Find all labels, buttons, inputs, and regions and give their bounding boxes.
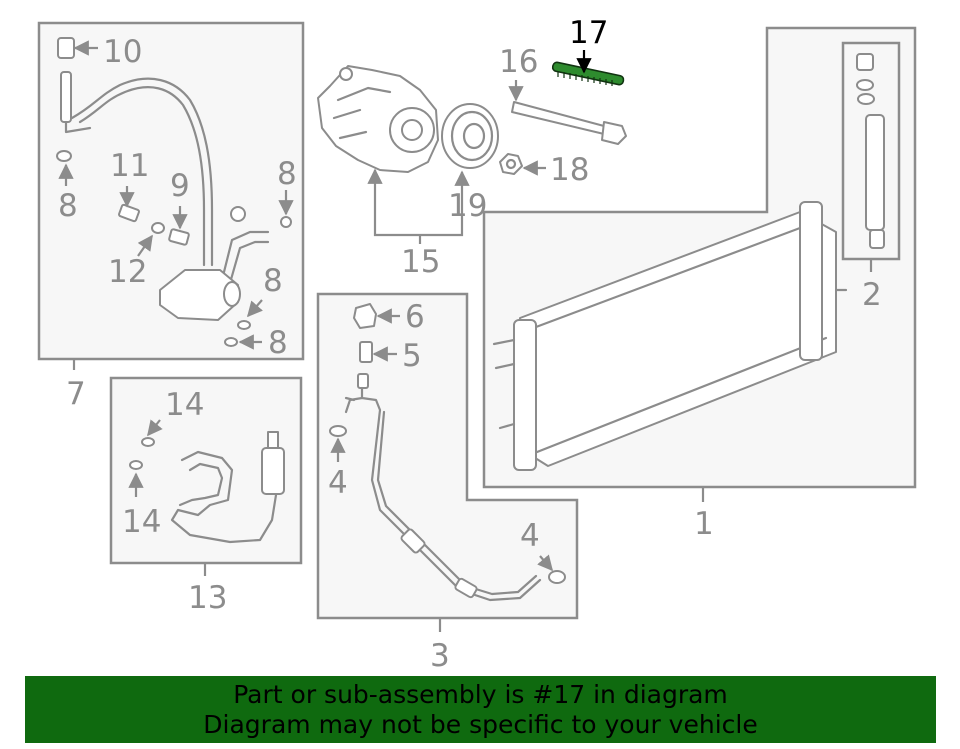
callout-16: 16 [499,44,538,80]
bolt-16 [511,101,627,145]
box-3 [316,292,579,620]
callout-8: 8 [58,188,78,224]
info-banner: Part or sub-assembly is #17 in diagram D… [25,676,936,743]
callout-4: 4 [520,518,540,554]
callout-14: 14 [122,504,161,540]
hose-assembly-7 [56,37,292,347]
compressor-15 [317,65,439,173]
dehydrator-2 [856,53,885,249]
callout-3: 3 [430,638,450,674]
callout-18: 18 [550,152,589,188]
callout-13: 13 [188,580,227,616]
condenser-1 [492,201,848,471]
banner-line-2: Diagram may not be specific to your vehi… [203,710,758,739]
callout-12: 12 [108,254,147,290]
callout-1: 1 [694,506,714,542]
callout-9: 9 [170,168,190,204]
callout-7: 7 [66,376,86,412]
banner-line-1: Part or sub-assembly is #17 in diagram [233,680,728,709]
callout-17-highlighted: 17 [569,15,608,51]
callout-6: 6 [405,299,425,335]
nut-18 [499,153,523,175]
hose-13 [129,431,285,544]
liquid-line-3 [329,303,566,602]
callout-14: 14 [165,387,204,423]
callout-11: 11 [110,148,149,184]
stud-17-highlighted [551,61,625,86]
callout-2: 2 [862,277,882,313]
callout-15: 15 [401,244,440,280]
callout-5: 5 [402,338,422,374]
callout-10: 10 [103,34,142,70]
callout-8: 8 [277,156,297,192]
callout-8: 8 [263,263,283,299]
callout-19: 19 [448,188,487,224]
clutch-pulley-19 [441,103,499,169]
callout-8: 8 [268,325,288,361]
callout-4: 4 [328,465,348,501]
